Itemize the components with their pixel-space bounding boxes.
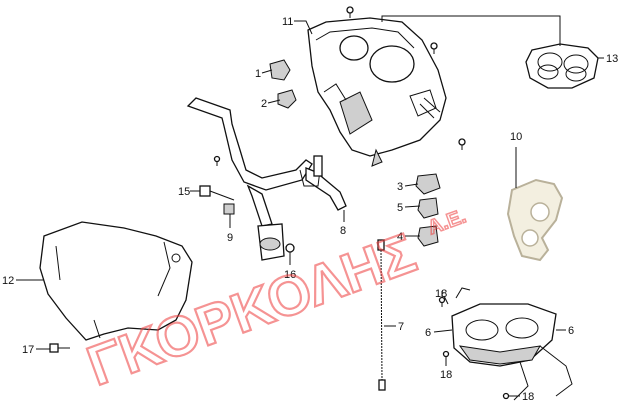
leader-lines xyxy=(16,15,604,397)
screw-icon xyxy=(438,296,446,307)
callout-4: 4 xyxy=(397,231,403,243)
callout-7: 7 xyxy=(398,321,404,333)
screw-icon xyxy=(213,155,221,166)
clip-icon xyxy=(285,243,295,253)
callout-18-top: 18 xyxy=(435,288,447,300)
part-5-switch xyxy=(417,197,439,219)
callout-18-bottom: 18 xyxy=(522,391,534,403)
part-17-screw xyxy=(49,343,70,353)
handlebar-tube xyxy=(186,97,347,227)
callout-9: 9 xyxy=(227,232,233,244)
callout-18-mid: 18 xyxy=(440,369,452,381)
screw-icon xyxy=(346,6,354,18)
callout-17: 17 xyxy=(22,344,34,356)
callout-12: 12 xyxy=(2,275,14,287)
part-10-meter-gasket xyxy=(506,178,564,262)
part-1-bracket xyxy=(269,59,291,81)
callout-16: 16 xyxy=(284,269,296,281)
callout-6-right: 6 xyxy=(568,325,574,337)
part-6-meter-housing xyxy=(443,287,573,401)
part-15-bolt xyxy=(199,185,235,201)
callout-8: 8 xyxy=(340,225,346,237)
callout-5: 5 xyxy=(397,202,403,214)
part-11-upper-cover xyxy=(307,17,447,167)
screw-icon xyxy=(430,42,438,54)
part-12-handle-cover xyxy=(39,221,193,341)
callout-13: 13 xyxy=(606,53,618,65)
part-13-meter-lens xyxy=(525,43,599,89)
part-2-bracket xyxy=(277,89,297,109)
callout-6-left: 6 xyxy=(425,327,431,339)
part-7-speedometer-cable xyxy=(377,239,386,391)
part-9-spacer xyxy=(223,203,235,215)
callout-11: 11 xyxy=(282,16,293,28)
screw-icon xyxy=(442,350,450,361)
callout-10: 10 xyxy=(510,131,522,143)
handlebar-clamp xyxy=(257,223,285,261)
screw-icon xyxy=(458,138,466,150)
callout-3: 3 xyxy=(397,181,403,193)
callout-15: 15 xyxy=(178,186,190,198)
callout-2: 2 xyxy=(261,98,267,110)
screw-icon xyxy=(502,392,514,400)
callout-1: 1 xyxy=(255,68,261,80)
part-3-switch xyxy=(415,173,441,195)
